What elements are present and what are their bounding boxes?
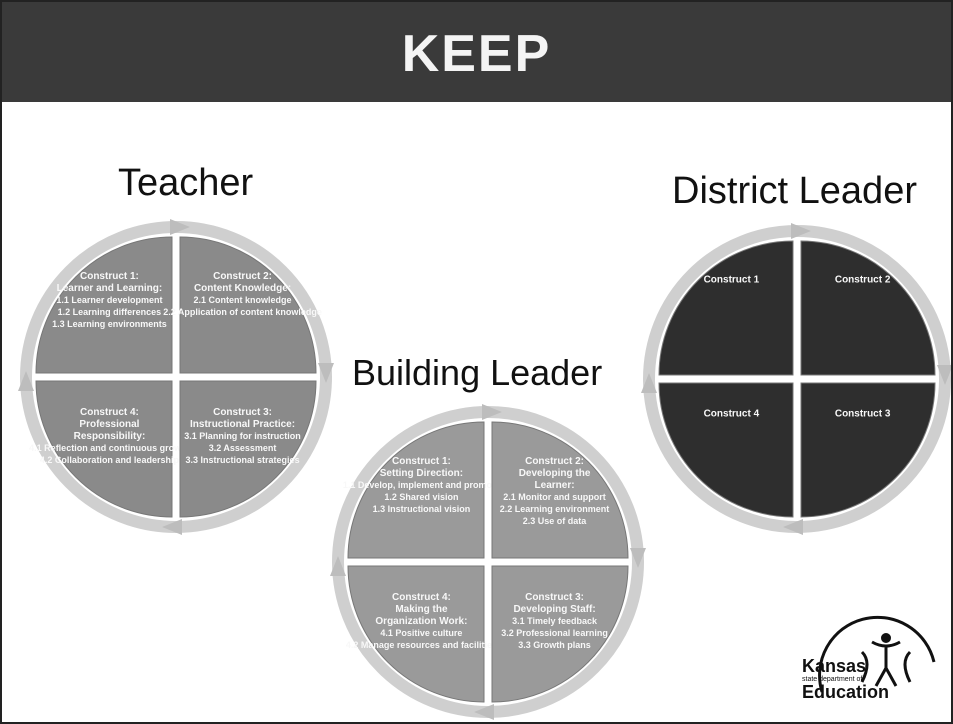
building-quadrant-1-item: 1.3 Instructional vision: [373, 504, 471, 514]
teacher-quadrant-4-item: 3.2 Assessment: [209, 443, 277, 453]
district-quadrant-2-title: Construct 2: [835, 274, 891, 285]
teacher-quadrant-4-title: Instructional Practice:: [190, 419, 295, 430]
logo-kansas-text: Kansas: [802, 656, 867, 676]
building-quadrant-3-title: Construct 4:: [392, 592, 451, 603]
building-quadrant-1-item: 1.2 Shared vision: [384, 492, 458, 502]
building-arrow-ring: [332, 406, 644, 718]
teacher-arrow-head: [170, 219, 190, 235]
teacher-quadrant-2-item: 2.1 Content knowledge: [194, 295, 292, 305]
kansas-education-logo: Kansas state department of Education: [802, 602, 942, 712]
teacher-quadrant-2-title: Construct 2:: [213, 271, 272, 282]
building-quadrant-2-title: Construct 2:: [525, 456, 584, 467]
teacher-quadrant-3-title: Construct 4:: [80, 407, 139, 418]
building-quadrant-2-item: 2.2 Learning environment: [500, 504, 610, 514]
district-quadrant-4: [800, 382, 936, 518]
teacher-quadrant-1: [35, 236, 173, 374]
building-arrow-head: [630, 548, 646, 568]
building-quadrant-4-item: 3.2 Professional learning: [501, 628, 608, 638]
building-quadrant-2-title: Learner:: [535, 480, 575, 491]
logo-subtitle: state department of: [802, 676, 863, 683]
district-arrow-ring: [643, 225, 951, 533]
building-quadrant-2-item: 2.3 Use of data: [523, 516, 588, 526]
building-quadrant-4-item: 3.3 Growth plans: [518, 640, 591, 650]
teacher-quadrant-4: [179, 380, 317, 518]
building-arrow-head: [330, 556, 346, 576]
building-quadrant-3-item: 4.2 Manage resources and facilities: [346, 640, 497, 650]
teacher-quadrant-3-item: 4.2 Collaboration and leadership: [40, 455, 180, 465]
building-quadrant-1-title: Construct 1:: [392, 456, 451, 467]
building-quadrant-2-item: 2.1 Monitor and support: [503, 492, 606, 502]
district-quadrant-2: [800, 240, 936, 376]
district-arrow-head: [783, 519, 803, 535]
district-arrow-head: [937, 365, 951, 385]
building-quadrant-3-title: Making the: [395, 604, 448, 615]
teacher-quadrant-4-title: Construct 3:: [213, 407, 272, 418]
building-quadrant-1: [347, 421, 485, 559]
district-quadrant-1-title: Construct 1: [704, 274, 760, 285]
district-arrow-head: [791, 223, 811, 239]
teacher-quadrant-2-item: 2.2 Application of content knowledge: [163, 307, 322, 317]
building-quadrant-2-title: Developing the: [519, 468, 591, 479]
district-arrow-head: [641, 373, 657, 393]
teacher-quadrant-4-item: 3.1 Planning for instruction: [184, 431, 301, 441]
building-quadrant-4-title: Developing Staff:: [513, 604, 595, 615]
teacher-quadrant-2-title: Content Knowledge:: [194, 283, 291, 294]
building-leader-construct-wheel: Construct 1:Setting Direction:1.1 Develo…: [330, 404, 646, 720]
district-quadrant-3-title: Construct 4: [704, 408, 760, 419]
teacher-arrow-ring: [20, 221, 332, 533]
teacher-quadrant-4-item: 3.3 Instructional strategies: [186, 455, 300, 465]
teacher-quadrant-3: [35, 380, 173, 518]
teacher-quadrant-1-item: 1.1 Learner development: [56, 295, 162, 305]
teacher-arrow-head: [162, 519, 182, 535]
building-quadrant-3-item: 4.1 Positive culture: [380, 628, 462, 638]
teacher-arrow-head: [18, 371, 34, 391]
teacher-heading: Teacher: [118, 162, 254, 204]
teacher-arrow-head: [318, 363, 334, 383]
building-leader-heading: Building Leader: [352, 352, 603, 393]
teacher-quadrant-1-title: Learner and Learning:: [57, 283, 163, 294]
teacher-quadrant-3-item: 4.1 Reflection and continuous growth: [29, 443, 190, 453]
district-leader-construct-wheel: Construct 1 Construct 2 Construct 4 Constru…: [641, 223, 951, 535]
teacher-quadrant-3-title: Professional: [79, 419, 139, 430]
building-quadrant-2: [491, 421, 629, 559]
building-arrow-head: [474, 704, 494, 720]
slide-title: KEEP: [401, 25, 552, 83]
building-quadrant-3-title: Organization Work:: [375, 616, 467, 627]
title-banner: KEEP: [2, 2, 951, 102]
building-quadrant-1-item: 1.1 Develop, implement and promote: [343, 480, 500, 490]
building-quadrant-1-title: Setting Direction:: [380, 468, 463, 479]
building-quadrant-4-item: 3.1 Timely feedback: [512, 616, 598, 626]
building-quadrant-3: [347, 565, 485, 703]
district-quadrant-1: [658, 240, 794, 376]
teacher-quadrant-1-item: 1.2 Learning differences: [58, 307, 162, 317]
building-arrow-head: [482, 404, 502, 420]
logo-swoosh-icon: [818, 615, 936, 693]
district-leader-heading: District Leader: [672, 170, 917, 212]
building-quadrant-4-title: Construct 3:: [525, 592, 584, 603]
logo-education-text: Education: [802, 682, 890, 702]
teacher-quadrant-3-title: Responsibility:: [74, 431, 146, 442]
building-quadrant-4: [491, 565, 629, 703]
teacher-quadrant-1-item: 1.3 Learning environments: [52, 319, 167, 329]
teacher-construct-wheel: Construct 1:Learner and Learning:1.1 Lea…: [18, 219, 334, 535]
district-quadrant-3: [658, 382, 794, 518]
district-quadrant-4-title: Construct 3: [835, 408, 891, 419]
teacher-quadrant-2: [179, 236, 317, 374]
teacher-quadrant-1-title: Construct 1:: [80, 271, 139, 282]
